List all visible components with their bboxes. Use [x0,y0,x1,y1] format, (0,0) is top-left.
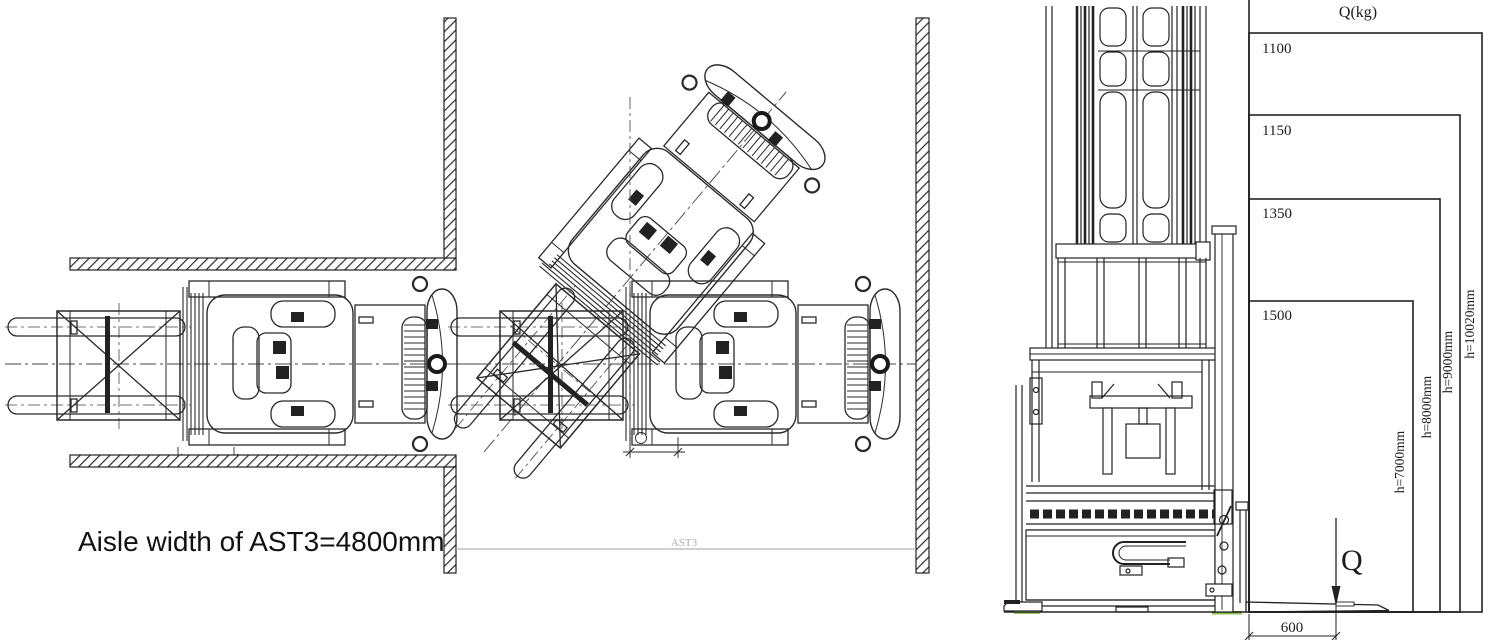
outrigger-leg [1205,225,1237,613]
pivot-axis-dimension [623,97,685,458]
load-arrow: Q [1331,518,1363,606]
forklift-sideview [1003,6,1390,615]
aisle-width-caption: Aisle width of AST3=4800mm [78,526,445,557]
capacity-label-1500: 1500 [1262,308,1292,324]
aisle-dimension: AST3 [456,537,916,550]
load-symbol: Q [1341,544,1363,577]
wall-bay-top [69,257,457,271]
capacity-label-1350: 1350 [1262,206,1292,222]
mast [1029,6,1219,361]
capacity-label-1150: 1150 [1262,123,1291,139]
chart-axis-label: Q(kg) [1339,4,1377,21]
chassis [1003,485,1249,615]
aisle-dimension-label: AST3 [671,537,698,549]
capacity-label-1100: 1100 [1262,41,1291,57]
wall-bay-bottom [69,454,457,468]
height-label-10020: h=10020mm [1462,289,1477,359]
plan-view: AST3 Aisle width of AST3=4800mm [3,17,930,574]
wall-right [915,17,930,574]
load-center-dimension: 600 [1244,606,1341,640]
height-label-7000: h=7000mm [1392,430,1407,493]
wall-left-upper [443,17,457,271]
load-center-label: 600 [1281,620,1304,636]
capacity-chart: Q(kg) 1100 1150 1350 1500 h=10020mm h=90… [1244,0,1483,640]
fork [1235,501,1390,613]
green-accent-right [1212,611,1242,615]
wall-left-lower [443,466,457,574]
height-label-8000: h=8000mm [1419,375,1434,438]
height-label-9000: h=9000mm [1440,330,1455,393]
carriage [1015,360,1210,603]
capacity-step-1500 [1248,300,1414,613]
